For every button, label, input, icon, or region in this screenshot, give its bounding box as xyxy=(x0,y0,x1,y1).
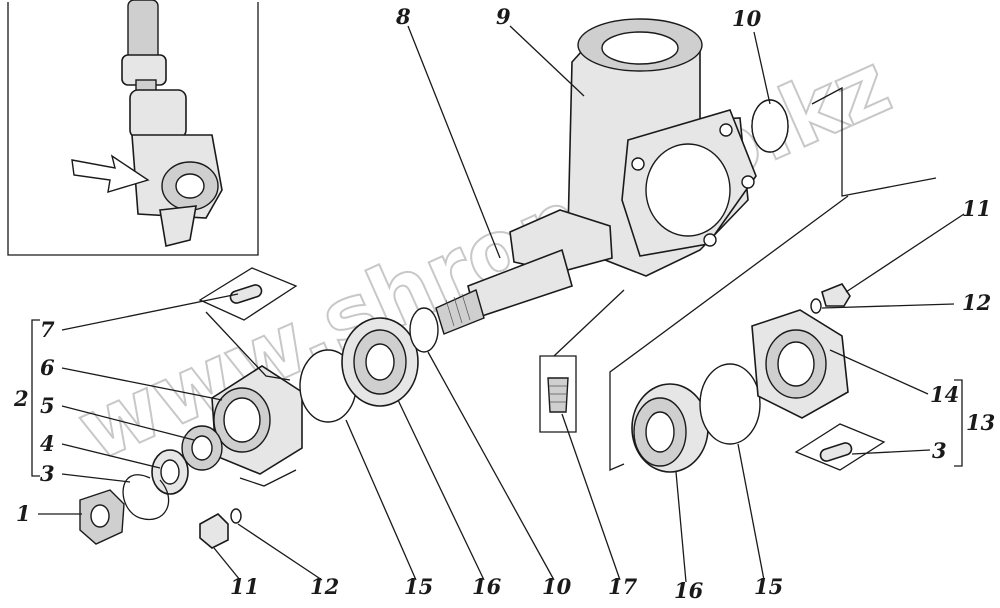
callout-17: 17 xyxy=(608,574,638,599)
callout-3-right: 3 xyxy=(932,438,947,463)
callout-15-left: 15 xyxy=(404,574,433,599)
callout-14: 14 xyxy=(930,382,959,407)
oil-seal xyxy=(181,425,223,471)
callout-numbers: 1 2 3 4 5 6 7 8 9 10 11 12 14 13 3 11 12… xyxy=(13,4,995,603)
washer xyxy=(151,449,189,495)
callout-11-upper: 11 xyxy=(962,196,991,221)
inset-location-view xyxy=(7,0,259,256)
filler-plug-callout xyxy=(539,355,577,433)
callout-9: 9 xyxy=(496,4,511,29)
spring-washer-lower xyxy=(230,508,242,524)
sealing-ring-upper xyxy=(751,99,789,153)
callout-4: 4 xyxy=(40,431,55,456)
steering-gear-housing xyxy=(567,18,757,277)
roller-bearing-right xyxy=(631,383,709,473)
callout-15-right: 15 xyxy=(754,574,783,599)
callout-5: 5 xyxy=(40,393,55,418)
dowel-pin-callout xyxy=(198,267,298,321)
side-cover-left xyxy=(211,365,303,475)
group-brackets xyxy=(31,319,963,477)
dowel-pin-right-callout xyxy=(794,423,886,471)
leader-lines xyxy=(38,25,965,583)
spring-washer-upper xyxy=(810,298,822,314)
callout-7: 7 xyxy=(40,317,55,342)
callout-10-lower: 10 xyxy=(542,574,572,599)
callout-11-lower: 11 xyxy=(230,574,259,599)
sealing-ring-lower xyxy=(409,307,439,353)
sector-shaft xyxy=(435,209,613,335)
callout-16-right: 16 xyxy=(674,578,704,603)
callout-12-lower: 12 xyxy=(310,574,339,599)
callout-12-upper: 12 xyxy=(962,290,991,315)
bolt-lower xyxy=(199,513,229,549)
callout-3-left: 3 xyxy=(40,461,55,486)
watermark-text: www.shron-too.kz xyxy=(64,34,905,481)
retaining-ring xyxy=(122,474,170,521)
castle-nut xyxy=(79,489,125,545)
callout-10-upper: 10 xyxy=(732,6,762,31)
location-arrow-icon xyxy=(71,154,150,193)
callout-1: 1 xyxy=(16,501,31,526)
bolt-upper xyxy=(821,283,851,307)
callout-6: 6 xyxy=(40,355,55,380)
assembly-path-lines xyxy=(205,86,937,487)
side-cover-right xyxy=(751,309,849,419)
callout-8: 8 xyxy=(395,4,411,29)
steering-column-sketch xyxy=(121,0,223,247)
o-ring-right xyxy=(699,363,761,445)
callout-2: 2 xyxy=(13,386,29,411)
callout-13: 13 xyxy=(966,410,995,435)
callout-16-left: 16 xyxy=(472,574,502,599)
roller-bearing-left xyxy=(341,317,419,407)
